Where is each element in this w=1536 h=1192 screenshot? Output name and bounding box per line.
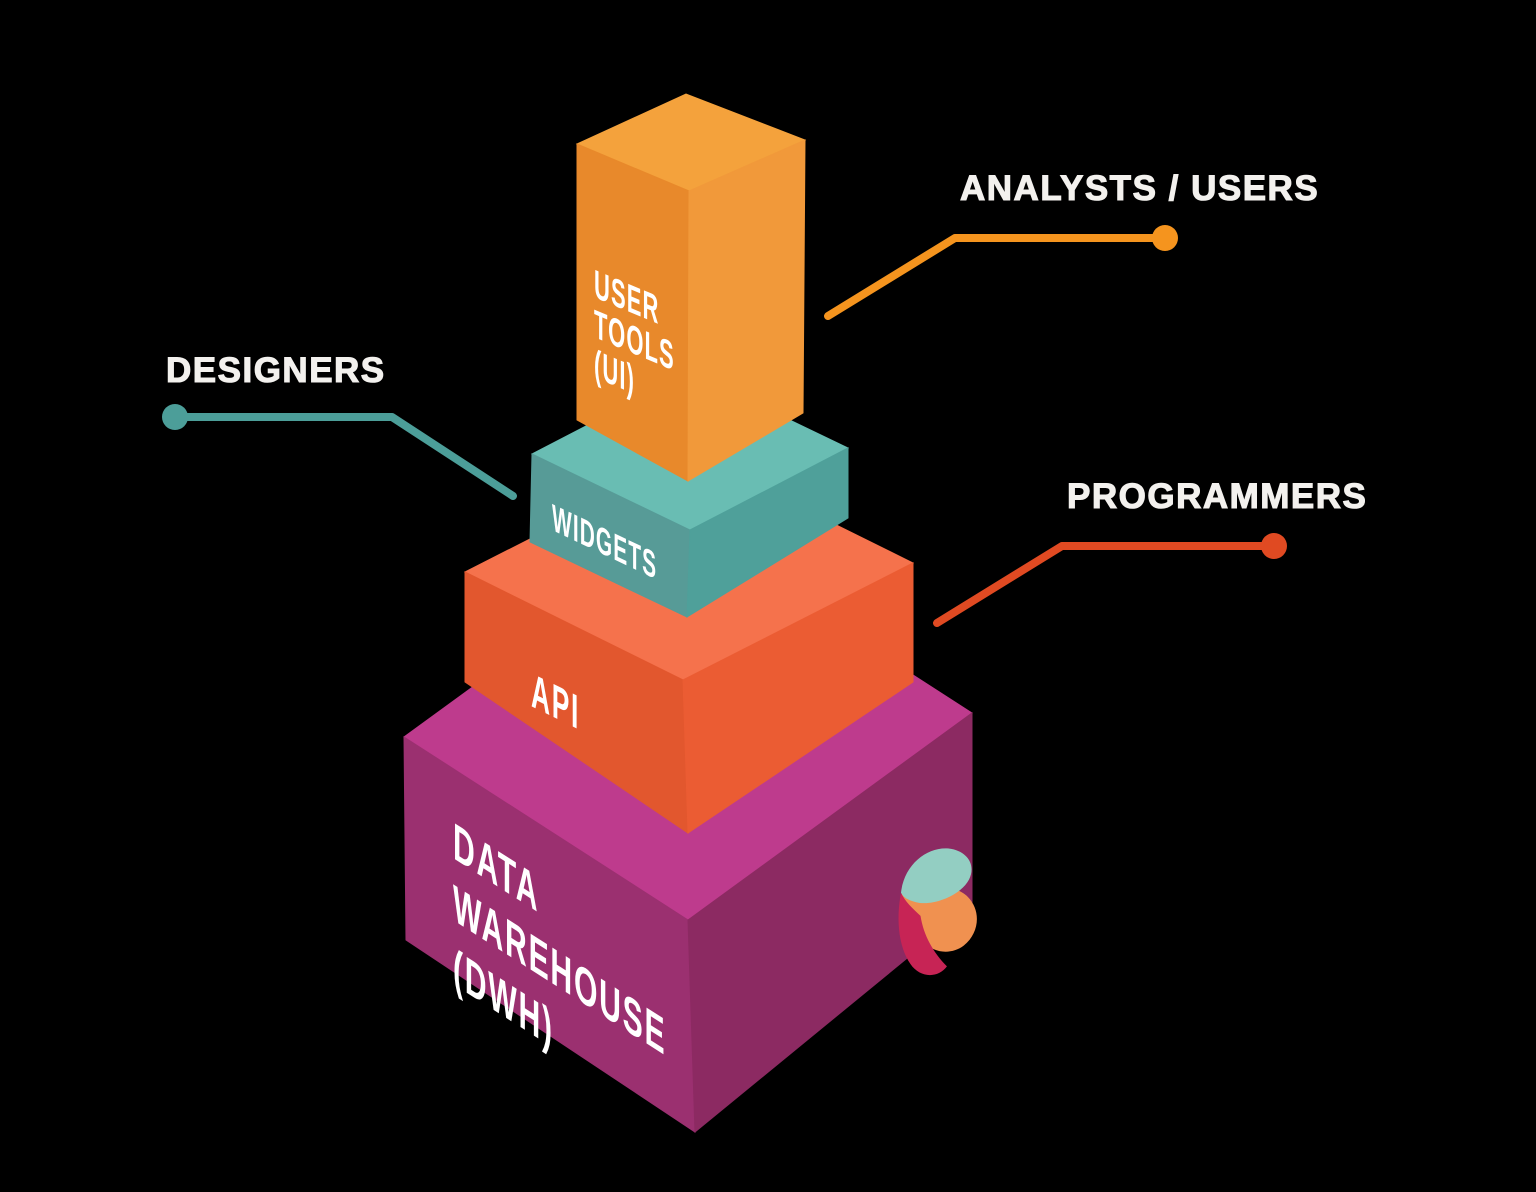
logo-crimson-lobe: [898, 892, 947, 976]
programmers-connector-dot: [1261, 533, 1287, 559]
programmers-connector-line: [933, 542, 1276, 627]
layer-user-tools: USER TOOLS (UI): [575, 93, 807, 482]
widgets-right-face: [686, 447, 849, 618]
analysts-connector-line: [824, 234, 1167, 320]
callout-analysts: ANALYSTS / USERS: [824, 168, 1319, 320]
user-tools-right-face: [687, 139, 806, 482]
designers-connector-dot: [162, 404, 188, 430]
designers-label: DESIGNERS: [166, 351, 386, 390]
designers-connector-line: [173, 413, 517, 500]
analysts-connector-dot: [1152, 225, 1178, 251]
brand-logo: [898, 848, 977, 976]
programmers-label: PROGRAMMERS: [1067, 477, 1367, 516]
logo-teal-lobe: [900, 848, 972, 904]
analysts-label: ANALYSTS / USERS: [960, 169, 1319, 208]
api-right-face: [682, 562, 914, 834]
callout-programmers: PROGRAMMERS: [933, 476, 1367, 627]
callout-designers: DESIGNERS: [162, 350, 517, 500]
